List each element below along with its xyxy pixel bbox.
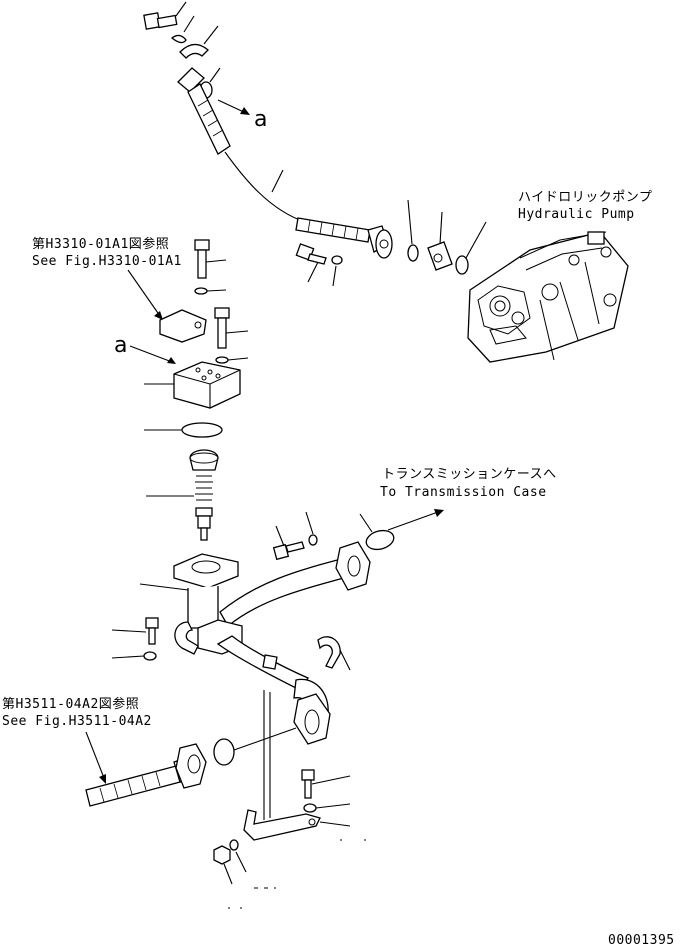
lower-bracket-hardware: [213, 769, 376, 909]
transmission-note: トランスミッションケースへ To Transmission Case: [359, 467, 557, 551]
callout-a-block: a: [114, 333, 127, 358]
reference-note-h3511: 第H3511-04A2図参照 See Fig.H3511-04A2: [2, 696, 152, 784]
ref1-label-en: See Fig.H3310-01A1: [32, 254, 182, 269]
ref1-label-jp: 第H3310-01A1図参照: [32, 236, 169, 252]
callout-a-top: a: [254, 107, 267, 132]
pump-label-en: Hydraulic Pump: [518, 207, 635, 222]
reference-note-h3310: 第H3310-01A1図参照 See Fig.H3310-01A1: [32, 236, 182, 320]
valve-block-assembly: a: [114, 239, 249, 541]
lower-hose: [85, 727, 297, 807]
trans-label-en: To Transmission Case: [380, 485, 547, 500]
hydraulic-pump: ハイドロリックポンプ Hydraulic Pump: [467, 190, 652, 363]
trans-label-jp: トランスミッションケースへ: [382, 467, 557, 482]
pump-label-jp: ハイドロリックポンプ: [518, 190, 652, 205]
main-pipe-assembly: [111, 511, 371, 820]
drawing-number: 00001395: [608, 933, 675, 948]
top-hose-assembly: a: [143, 1, 487, 287]
ref2-label-jp: 第H3511-04A2図参照: [2, 696, 139, 712]
ref2-label-en: See Fig.H3511-04A2: [2, 714, 152, 729]
